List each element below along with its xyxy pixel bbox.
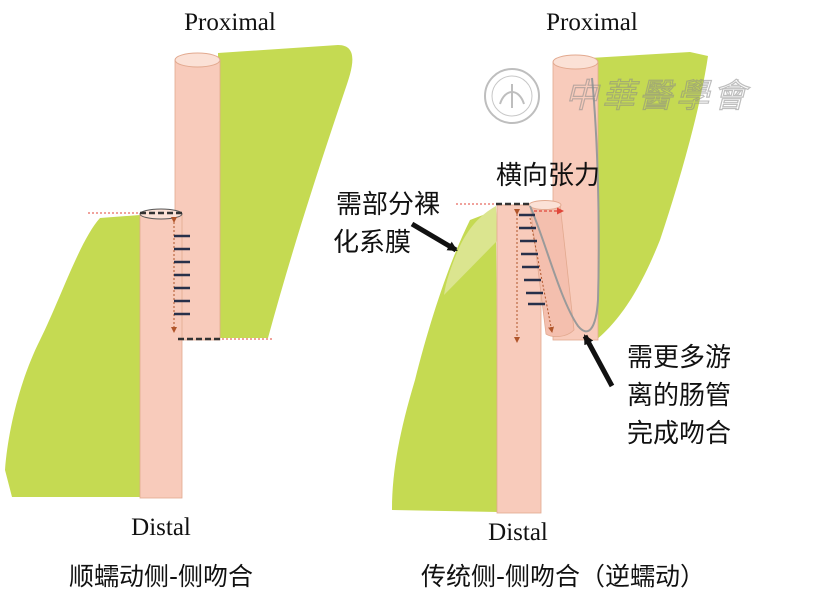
right-panel: 中華醫學會 Proximal Distal 传统侧-侧吻合（逆蠕动） 横向张力 …	[333, 9, 750, 591]
mesentery-annotation-line1: 需部分裸	[336, 190, 440, 220]
right-bared-mesentery	[444, 206, 498, 295]
right-distal-bowel	[496, 204, 542, 514]
left-distal-label: Distal	[131, 514, 191, 541]
right-lower-mesentery	[392, 210, 498, 512]
left-proximal-label: Proximal	[184, 9, 276, 36]
bowel-annotation-line2: 离的肠管	[627, 381, 731, 411]
right-length-arrow-right	[529, 217, 554, 333]
left-proximal-bowel-opening	[174, 52, 221, 68]
right-suture-marks	[519, 213, 545, 306]
bowel-pointer-arrow	[582, 334, 615, 388]
left-proximal-bowel	[174, 59, 221, 341]
tension-annotation: 横向张力	[496, 161, 600, 191]
mesentery-annotation-line2: 化系膜	[333, 228, 411, 258]
mesentery-pointer-arrow	[410, 221, 458, 253]
left-lower-mesentery	[5, 215, 140, 497]
watermark-text: 中華醫學會	[565, 76, 750, 115]
right-mobilized-bowel-loop	[529, 77, 600, 333]
right-distal-label: Distal	[488, 519, 548, 546]
left-distal-bowel	[139, 213, 183, 499]
left-suture-marks	[174, 234, 190, 316]
right-proximal-label: Proximal	[546, 9, 638, 36]
right-caption: 传统侧-侧吻合（逆蠕动）	[421, 562, 705, 591]
left-upper-mesentery	[218, 45, 353, 338]
left-caption: 顺蠕动侧-侧吻合	[69, 562, 253, 591]
bowel-annotation-line1: 需更多游	[627, 343, 731, 373]
right-proximal-bowel-opening	[552, 54, 599, 70]
right-upper-mesentery	[590, 52, 708, 340]
watermark-seal-icon	[484, 68, 540, 124]
bowel-annotation-line3: 完成吻合	[627, 419, 731, 449]
left-panel: Proximal Distal 顺蠕动侧-侧吻合	[5, 9, 353, 591]
watermark: 中華醫學會	[484, 68, 750, 124]
right-pulled-bowel-opening	[528, 200, 562, 210]
